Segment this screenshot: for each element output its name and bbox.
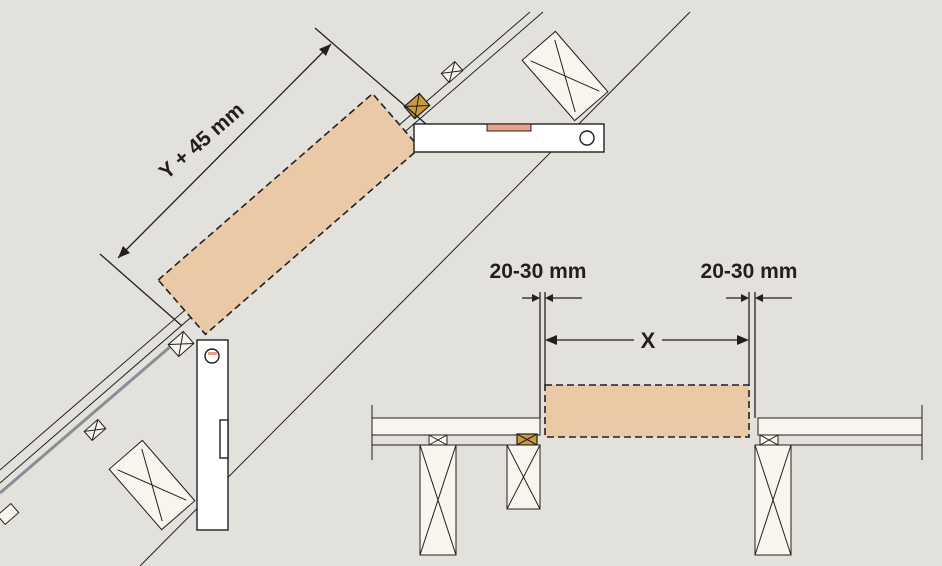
joist-middle-cross: [506, 444, 541, 510]
joist-left: [419, 444, 457, 556]
spirit-level-vertical: [196, 339, 229, 531]
small-batten-upper-cross: [441, 61, 463, 83]
wood-block-top-cross: [530, 39, 600, 113]
x-dimension-arrow-left: [545, 335, 557, 345]
gap-right-label: 20-30 mm: [701, 260, 798, 283]
dimension-line-diagonal: [117, 43, 332, 259]
deck-spacer-right: [759, 434, 779, 446]
joist-middle: [506, 444, 541, 510]
deck-spacer-left: [428, 434, 448, 446]
spirit-level-vertical-hole-vial: [208, 352, 217, 355]
deck-spacer-brown: [516, 433, 538, 446]
joist-left-cross: [419, 444, 457, 556]
gap-right-arrow-a: [741, 294, 749, 302]
gap-left-arrow-b: [545, 294, 553, 302]
spirit-level-horizontal-body: [413, 123, 605, 153]
deck-spacer-right-cross: [759, 434, 779, 446]
cut-panel-diagonal: [157, 92, 421, 336]
wood-block-top: [521, 30, 609, 122]
wood-block-bottom-cross: [117, 448, 187, 522]
gap-left-label: 20-30 mm: [490, 260, 587, 283]
gap-right-arrow-b: [755, 294, 763, 302]
roof-outer-line: [139, 11, 691, 566]
small-batten-upper: [440, 60, 464, 84]
roof-seam-strip: [0, 332, 186, 495]
extension-line-bottom: [99, 253, 183, 327]
spirit-level-horizontal-hole: [579, 130, 595, 146]
gap-left-arrow-a: [532, 294, 540, 302]
dimension-arrow-bottom: [118, 246, 130, 258]
flat-section: 20-30 mm 20-30 mm X: [371, 260, 923, 556]
deck-board-left: [371, 417, 541, 436]
spirit-level-horizontal: [413, 123, 605, 153]
spirit-level-vertical-vial: [219, 419, 229, 459]
extension-line-top: [314, 27, 427, 125]
deck-spacer-brown-cross: [516, 433, 538, 446]
cut-panel-flat: [544, 384, 750, 438]
spacer-block-bottom-cross: [168, 331, 194, 357]
spirit-level-horizontal-vial: [486, 123, 532, 132]
cut-panel-diagonal-rect: [157, 92, 421, 336]
spirit-level-vertical-hole: [204, 348, 220, 364]
small-batten-lower-cross: [84, 419, 106, 441]
small-batten-edge-rect: [0, 502, 20, 526]
spacer-block-bottom: [167, 330, 195, 358]
dimension-arrow-top: [319, 44, 331, 56]
joist-right-cross: [754, 444, 792, 556]
deck-spacer-left-cross: [428, 434, 448, 446]
spirit-level-vertical-body: [196, 339, 229, 531]
small-batten-lower: [83, 418, 107, 442]
joist-right: [754, 444, 792, 556]
width-dimension-label: X: [641, 328, 656, 353]
x-dimension-arrow-right: [737, 335, 749, 345]
small-batten-edge: [0, 502, 20, 526]
deck-board-right: [757, 417, 923, 436]
wood-block-bottom: [108, 439, 196, 531]
